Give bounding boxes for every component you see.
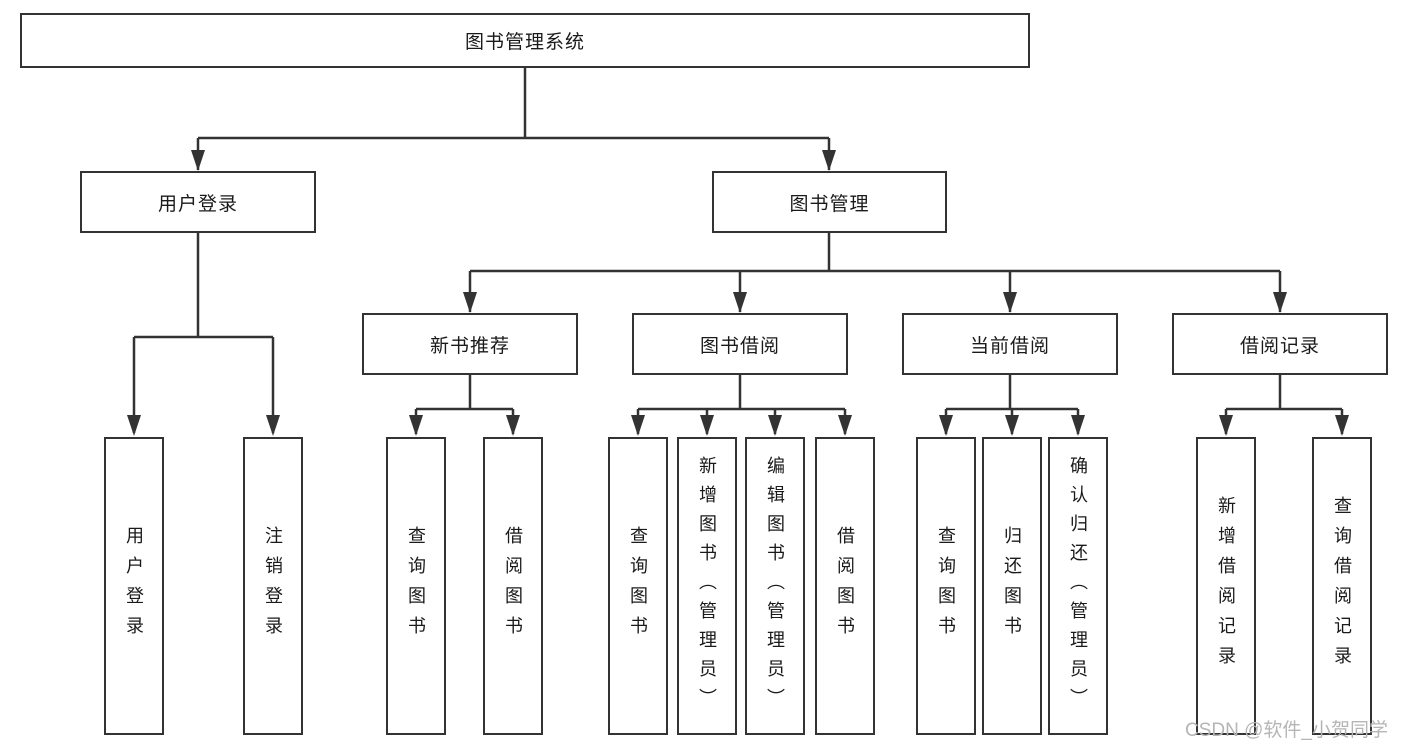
leaf-newbook-borrow: 借阅图书 <box>483 437 543 735</box>
leaf-current-return: 归还图书 <box>982 437 1042 735</box>
leaf-borrow-add-label: 新增图书（管理员） <box>697 455 717 717</box>
node-user-login-label: 用户登录 <box>157 193 238 215</box>
node-book-borrow: 图书借阅 <box>632 313 848 375</box>
leaf-newbook-borrow-label: 借阅图书 <box>503 526 523 646</box>
leaf-current-query-label: 查询图书 <box>936 526 956 646</box>
node-current-borrow-label: 当前借阅 <box>969 335 1050 357</box>
leaf-newbook-query: 查询图书 <box>386 437 446 735</box>
node-root: 图书管理系统 <box>20 13 1030 68</box>
leaf-current-confirm-label: 确认归还（管理员） <box>1068 455 1088 717</box>
leaf-user-login: 用户登录 <box>104 437 164 735</box>
leaf-records-add-label: 新增借阅记录 <box>1216 496 1236 676</box>
node-book-management: 图书管理 <box>712 171 947 233</box>
leaf-records-query-label: 查询借阅记录 <box>1332 496 1352 676</box>
node-borrow-records: 借阅记录 <box>1172 313 1388 375</box>
leaf-current-return-label: 归还图书 <box>1002 526 1022 646</box>
leaf-records-query: 查询借阅记录 <box>1312 437 1372 735</box>
leaf-current-query: 查询图书 <box>916 437 976 735</box>
leaf-logout-label: 注销登录 <box>263 526 283 646</box>
leaf-records-add: 新增借阅记录 <box>1196 437 1256 735</box>
leaf-borrow-edit: 编辑图书（管理员） <box>745 437 805 735</box>
leaf-user-login-label: 用户登录 <box>124 526 144 646</box>
leaf-borrow-query: 查询图书 <box>608 437 668 735</box>
node-new-book-recommend-label: 新书推荐 <box>429 335 510 357</box>
leaf-borrow-borrow: 借阅图书 <box>815 437 875 735</box>
leaf-borrow-query-label: 查询图书 <box>628 526 648 646</box>
node-root-label: 图书管理系统 <box>464 32 585 53</box>
leaf-newbook-query-label: 查询图书 <box>406 526 426 646</box>
node-book-borrow-label: 图书借阅 <box>699 335 780 357</box>
node-book-management-label: 图书管理 <box>789 193 870 215</box>
leaf-borrow-add: 新增图书（管理员） <box>677 437 737 735</box>
node-current-borrow: 当前借阅 <box>902 313 1118 375</box>
node-borrow-records-label: 借阅记录 <box>1239 335 1320 357</box>
watermark: CSDN @软件_小贺同学 <box>1185 720 1388 741</box>
leaf-borrow-edit-label: 编辑图书（管理员） <box>765 455 785 717</box>
node-new-book-recommend: 新书推荐 <box>362 313 578 375</box>
leaf-current-confirm: 确认归还（管理员） <box>1048 437 1108 735</box>
node-user-login: 用户登录 <box>80 171 316 233</box>
leaf-logout: 注销登录 <box>243 437 303 735</box>
leaf-borrow-borrow-label: 借阅图书 <box>835 526 855 646</box>
